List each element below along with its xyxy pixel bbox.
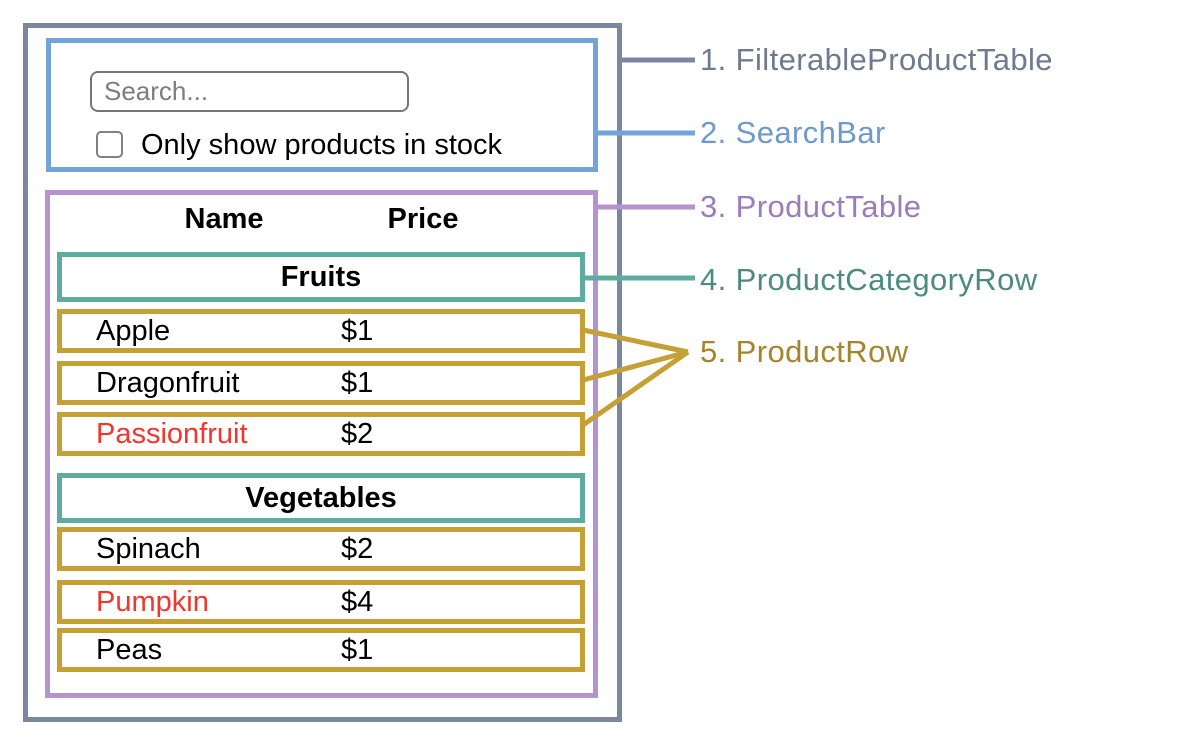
product-price: $2 [341, 417, 374, 450]
product-row: Peas $1 [57, 628, 585, 672]
product-name-out-of-stock: Pumpkin [96, 585, 209, 618]
search-input[interactable] [90, 71, 409, 112]
product-row: Passionfruit $2 [57, 412, 585, 456]
product-price: $1 [341, 314, 374, 347]
product-name: Spinach [96, 532, 201, 565]
column-header-price: Price [387, 203, 459, 235]
product-price: $1 [341, 633, 374, 666]
legend-product-table: 3. ProductTable [700, 189, 922, 224]
product-price: $1 [341, 366, 374, 399]
category-label: Fruits [280, 260, 362, 293]
category-row-vegetables: Vegetables [57, 473, 585, 523]
legend-product-row: 5. ProductRow [700, 334, 909, 369]
product-row: Pumpkin $4 [57, 580, 585, 624]
category-label: Vegetables [245, 481, 397, 514]
product-name: Dragonfruit [96, 366, 240, 399]
product-name-out-of-stock: Passionfruit [96, 417, 248, 450]
product-price: $4 [341, 585, 374, 618]
column-header-name: Name [184, 203, 264, 235]
in-stock-checkbox-label[interactable]: Only show products in stock [141, 129, 503, 161]
legend-search-bar: 2. SearchBar [700, 115, 886, 150]
product-name: Apple [96, 314, 171, 347]
product-row: Apple $1 [57, 309, 585, 353]
legend-filterable-product-table: 1. FilterableProductTable [700, 42, 1053, 77]
product-row: Dragonfruit $1 [57, 361, 585, 405]
legend-product-category-row: 4. ProductCategoryRow [700, 262, 1038, 297]
product-row: Spinach $2 [57, 527, 585, 571]
in-stock-checkbox[interactable] [96, 131, 123, 158]
product-name: Peas [96, 633, 163, 666]
category-row-fruits: Fruits [57, 252, 585, 302]
product-price: $2 [341, 532, 374, 565]
